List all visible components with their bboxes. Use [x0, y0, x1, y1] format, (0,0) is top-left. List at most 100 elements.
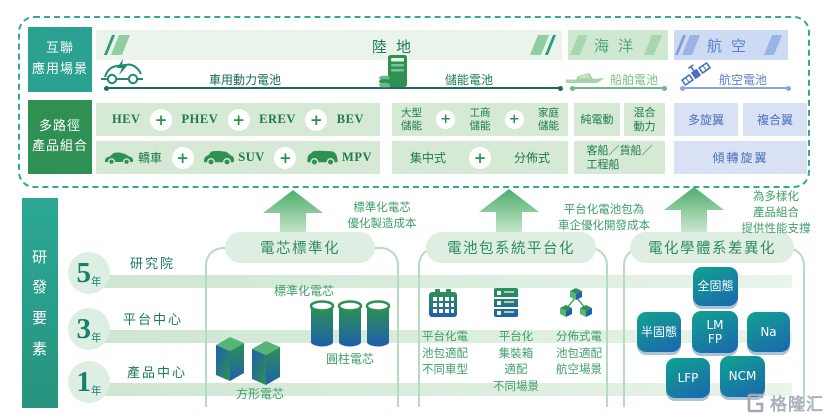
battery-pack-icon [429, 289, 457, 317]
pure-electric-cell: 純電動 [574, 103, 620, 136]
pack-fit-vehicles-text: 平台化電 池包適配 不同車型 [422, 329, 468, 377]
annotation-cell: 標準化電芯 優化製造成本 [347, 200, 417, 231]
suv-label: SUV [238, 150, 265, 164]
distributed-aviation-text: 分佈式電 池包適配 航空場景 [556, 329, 602, 377]
up-arrow-icon [664, 187, 724, 239]
plus-icon: + [504, 110, 524, 129]
sedan-label: 轎車 [138, 151, 163, 165]
line-dot [558, 85, 563, 91]
plus-icon: + [150, 108, 173, 131]
timeline-band [92, 330, 792, 343]
compound-wing-cell: 複合翼 [743, 103, 807, 136]
line-dot [786, 85, 791, 91]
annotation-chemistry: 為多樣化 產品組合 提供性能支撐 [741, 189, 811, 236]
chem-lmfp: LM FP [692, 311, 738, 353]
distributed-pack-icon [560, 288, 592, 317]
plus-icon: + [436, 110, 456, 129]
storage-mode-row: 集中式 + 分佈式 [392, 141, 568, 174]
timeline-band [92, 383, 792, 396]
suv-car-icon [204, 150, 235, 166]
commercial-storage-label: 工商 儲能 [469, 106, 491, 132]
year-unit: 年 [91, 276, 102, 288]
product-center-label: 產品中心 [127, 366, 188, 381]
cylindrical-cells-icon [309, 300, 391, 347]
plus-icon: + [305, 108, 328, 131]
bev-label: BEV [336, 112, 364, 126]
land-vehicle-row: 轎車 + SUV + MPV [96, 141, 380, 174]
prismatic-cells-icon [216, 337, 280, 385]
portfolio-label-box: 多路徑 產品組合 [28, 100, 92, 174]
storage-cabinet-icon [379, 55, 407, 88]
research-institute-label: 研究院 [130, 257, 176, 272]
line-dot [680, 85, 685, 91]
mpv-label: MPV [342, 150, 372, 164]
annotation-pack: 平台化電池包為 車企優化開發成本 [558, 202, 650, 233]
satellite-icon [680, 61, 712, 87]
air-line [682, 87, 788, 89]
watermark: 格隆汇 [746, 390, 824, 415]
home-storage-label: 家庭 儲能 [538, 106, 559, 132]
cylindrical-cell-label: 圓柱電芯 [325, 352, 374, 366]
watermark-logo-icon [747, 393, 764, 412]
pill-chemistry-differentiation: 電化學體系差異化 [630, 232, 794, 263]
tiltrotor-cell: 傾轉旋翼 [674, 141, 807, 174]
plus-icon: + [171, 146, 194, 169]
aviation-battery-label: 航空電池 [718, 73, 767, 87]
erev-label: EREV [259, 112, 296, 126]
storage-types-row: 大型 儲能 + 工商 儲能 + 家庭 儲能 [392, 103, 568, 136]
rnd-elements-sidebar: 研 發 要 素 [22, 198, 58, 408]
mpv-car-icon [307, 150, 338, 166]
year-number: 1 [76, 365, 92, 398]
phev-label: PHEV [181, 112, 219, 126]
chem-semi-solid-state: 半固態 [637, 312, 681, 352]
distributed-label: 分佈式 [513, 151, 550, 165]
hybrid-power-cell: 混合 動力 [624, 103, 665, 136]
ocean-line [572, 87, 664, 89]
year-number: 3 [76, 312, 92, 345]
year-unit: 年 [91, 332, 102, 344]
sedan-car-icon [104, 151, 134, 165]
standard-cell-label: 標準化電芯 [273, 284, 334, 298]
platform-center-label: 平台中心 [123, 313, 184, 328]
up-arrow-icon [479, 189, 539, 241]
line-dot [570, 85, 575, 91]
storage-battery-label: 儲能電池 [444, 73, 493, 87]
land-powertrain-row: HEV + PHEV + EREV + BEV [96, 103, 380, 136]
application-scenarios-panel [18, 16, 810, 188]
multirotor-cell: 多旋翼 [674, 103, 738, 136]
ship-icon [566, 73, 605, 83]
scenario-label-box: 互聯 應用場景 [28, 27, 92, 92]
plus-icon: + [274, 146, 297, 169]
year-unit: 年 [91, 385, 102, 397]
band-land [96, 30, 562, 60]
chem-lfp: LFP [666, 358, 710, 398]
centralized-label: 集中式 [410, 151, 447, 165]
timeline-band [92, 275, 792, 288]
chem-ncm: NCM [720, 356, 765, 397]
line-dot [104, 85, 109, 91]
plus-icon: + [469, 146, 491, 169]
land-line [106, 87, 560, 89]
ship-types-cell: 客船／貨船／ 工程船 [574, 141, 665, 174]
ship-battery-label: 船舶電池 [609, 73, 658, 87]
year-number: 5 [76, 256, 92, 289]
chem-all-solid-state: 全固態 [693, 267, 738, 306]
chem-na: Na [747, 312, 790, 352]
line-dot [662, 85, 667, 91]
prismatic-cell-label: 方形電芯 [235, 387, 284, 401]
up-arrow-icon [263, 190, 323, 242]
hev-label: HEV [112, 112, 141, 126]
band-land-label: 陸地 [372, 38, 421, 56]
ev-car-icon [101, 59, 143, 85]
pill-pack-platform: 電池包系統平台化 [426, 232, 596, 263]
container-icon [494, 288, 518, 317]
vehicle-battery-label: 車用動力電池 [208, 73, 281, 87]
plus-icon: + [227, 108, 250, 131]
watermark-text: 格隆汇 [770, 395, 824, 415]
pill-cell-standardization: 電芯標準化 [225, 232, 375, 263]
large-storage-label: 大型 儲能 [401, 106, 422, 132]
